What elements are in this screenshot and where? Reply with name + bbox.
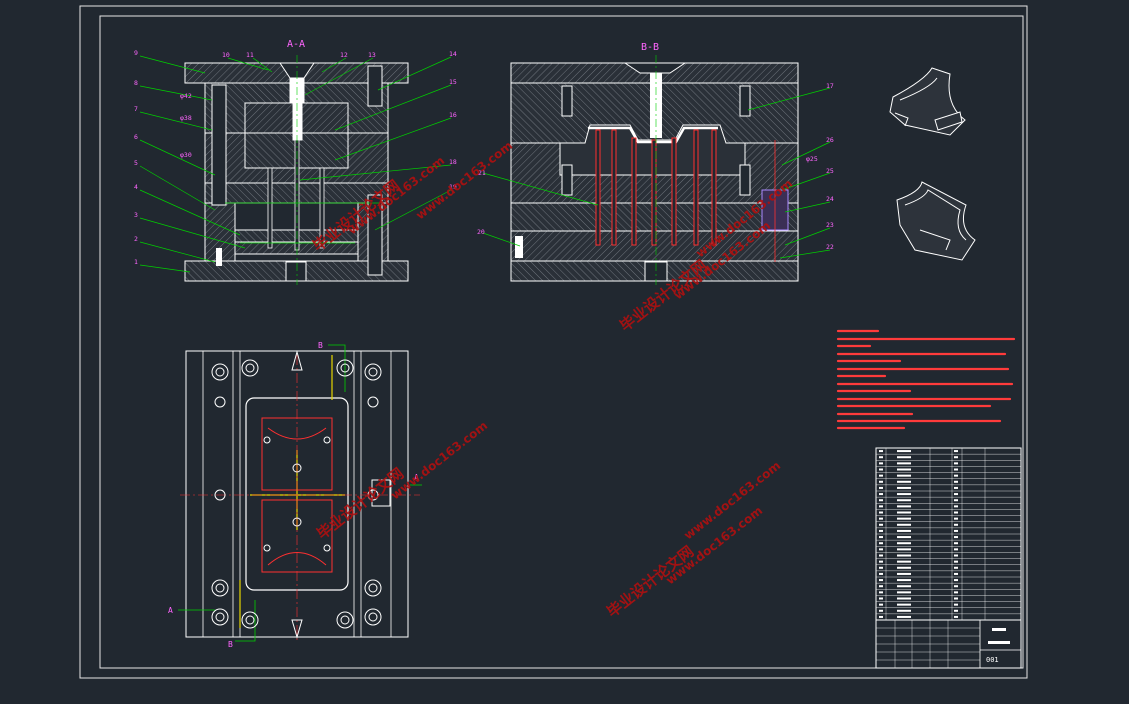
parts-list <box>875 447 1022 621</box>
part-isometric-2 <box>896 181 976 261</box>
dimension-label: φ25 <box>806 155 818 163</box>
part-number: 1 <box>134 258 138 266</box>
cut-marker: A <box>168 606 173 615</box>
part-number: 21 <box>478 169 486 177</box>
dimension-label: φ42 <box>180 92 192 100</box>
part-number: 7 <box>134 105 138 113</box>
dimension-label: φ38 <box>180 114 192 122</box>
watermark-cn: 毕业设计论文网 <box>313 464 407 543</box>
cut-marker: A <box>414 473 419 482</box>
section-b-b-title: B-B <box>641 42 659 53</box>
cut-marker: B <box>228 640 233 649</box>
watermark-url: www.doc163.com <box>413 138 515 222</box>
part-number: 5 <box>134 159 138 167</box>
watermark-url: www.doc163.com <box>388 418 490 502</box>
part-number: 13 <box>368 51 376 59</box>
part-number: 3 <box>134 211 138 219</box>
section-b-b-view: B-B <box>477 42 834 285</box>
plan-view: B B A A <box>168 341 422 649</box>
inner-frame <box>99 15 1024 669</box>
title-block: 001 <box>875 619 1022 669</box>
technical-notes <box>836 329 1016 430</box>
part-number: 22 <box>826 243 834 251</box>
part-number: 12 <box>340 51 348 59</box>
part-number: 8 <box>134 79 138 87</box>
dimension-label: φ30 <box>180 151 192 159</box>
part-number: 23 <box>826 221 834 229</box>
part-number: 2 <box>134 235 138 243</box>
drawing-number: 001 <box>986 656 999 664</box>
part-number: 16 <box>449 111 457 119</box>
part-number: 24 <box>826 195 834 203</box>
part-number: 14 <box>449 50 457 58</box>
outer-frame <box>79 5 1028 679</box>
part-number: 10 <box>222 51 230 59</box>
part-number: 18 <box>449 158 457 166</box>
part-number: 4 <box>134 183 138 191</box>
cut-marker: B <box>318 341 323 350</box>
section-a-a-title: A-A <box>287 39 305 50</box>
part-number: 9 <box>134 49 138 57</box>
part-number: 25 <box>826 167 834 175</box>
part-isometric-1 <box>889 67 966 136</box>
part-number: 11 <box>246 51 254 59</box>
part-number: 6 <box>134 133 138 141</box>
watermark-cn: 毕业设计论文网 <box>603 542 697 621</box>
section-a-a-view: A-A <box>134 39 457 285</box>
part-number: 19 <box>449 183 457 191</box>
part-number: 26 <box>826 136 834 144</box>
part-number: 15 <box>449 78 457 86</box>
part-number: 20 <box>477 228 485 236</box>
part-number: 17 <box>826 82 834 90</box>
